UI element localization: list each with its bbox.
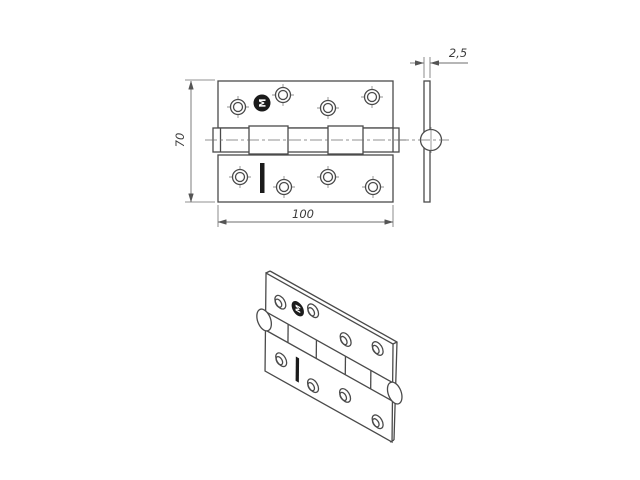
iso-barrel-top-edge <box>264 311 395 384</box>
dim-label-height: 70 <box>173 133 187 148</box>
brand-logo-circle <box>253 94 271 112</box>
embossed-text-mark <box>260 163 265 193</box>
iso-barrel-right-cap <box>387 379 402 407</box>
iso-barrel-bottom-edge <box>264 329 395 402</box>
screw-hole <box>229 166 251 188</box>
screw-hole <box>340 386 351 404</box>
front-screw-holes <box>227 84 384 198</box>
iso-brand-logo-circle <box>291 301 304 317</box>
screw-hole <box>372 413 383 431</box>
screw-hole <box>276 351 287 369</box>
front-view: M 70 100 <box>173 79 409 227</box>
screw-hole <box>317 97 339 119</box>
screw-hole <box>275 293 286 311</box>
screw-hole <box>361 86 383 108</box>
screw-hole <box>272 84 294 106</box>
dimension-width: 100 <box>217 205 394 227</box>
brand-logo: M <box>253 94 271 112</box>
screw-hole <box>308 377 319 395</box>
iso-barrel-left-cap <box>257 306 272 334</box>
screw-hole <box>372 339 383 357</box>
screw-hole <box>273 176 295 198</box>
dim-label-thickness: 2,5 <box>449 46 467 60</box>
isometric-view: M <box>256 268 402 447</box>
iso-projected-group: M <box>256 268 402 447</box>
screw-hole <box>227 96 249 118</box>
iso-screw-holes <box>274 283 384 431</box>
iso-brand-logo-glyph: M <box>294 303 302 315</box>
screw-hole <box>317 166 339 188</box>
front-top-leaf <box>217 80 394 129</box>
screw-hole <box>340 330 351 348</box>
screw-hole <box>308 302 319 320</box>
iso-barrel <box>257 306 402 407</box>
iso-barrel-body <box>264 310 395 403</box>
dim-label-width: 100 <box>292 207 314 221</box>
dimension-thickness: 2,5 <box>410 46 468 78</box>
side-view: 2,5 <box>397 46 468 203</box>
brand-logo-glyph: M <box>259 98 269 107</box>
dimension-height: 70 <box>173 79 215 203</box>
screw-hole <box>362 176 384 198</box>
iso-brand-logo: M <box>291 301 304 317</box>
iso-embossed-text-mark <box>295 356 300 383</box>
